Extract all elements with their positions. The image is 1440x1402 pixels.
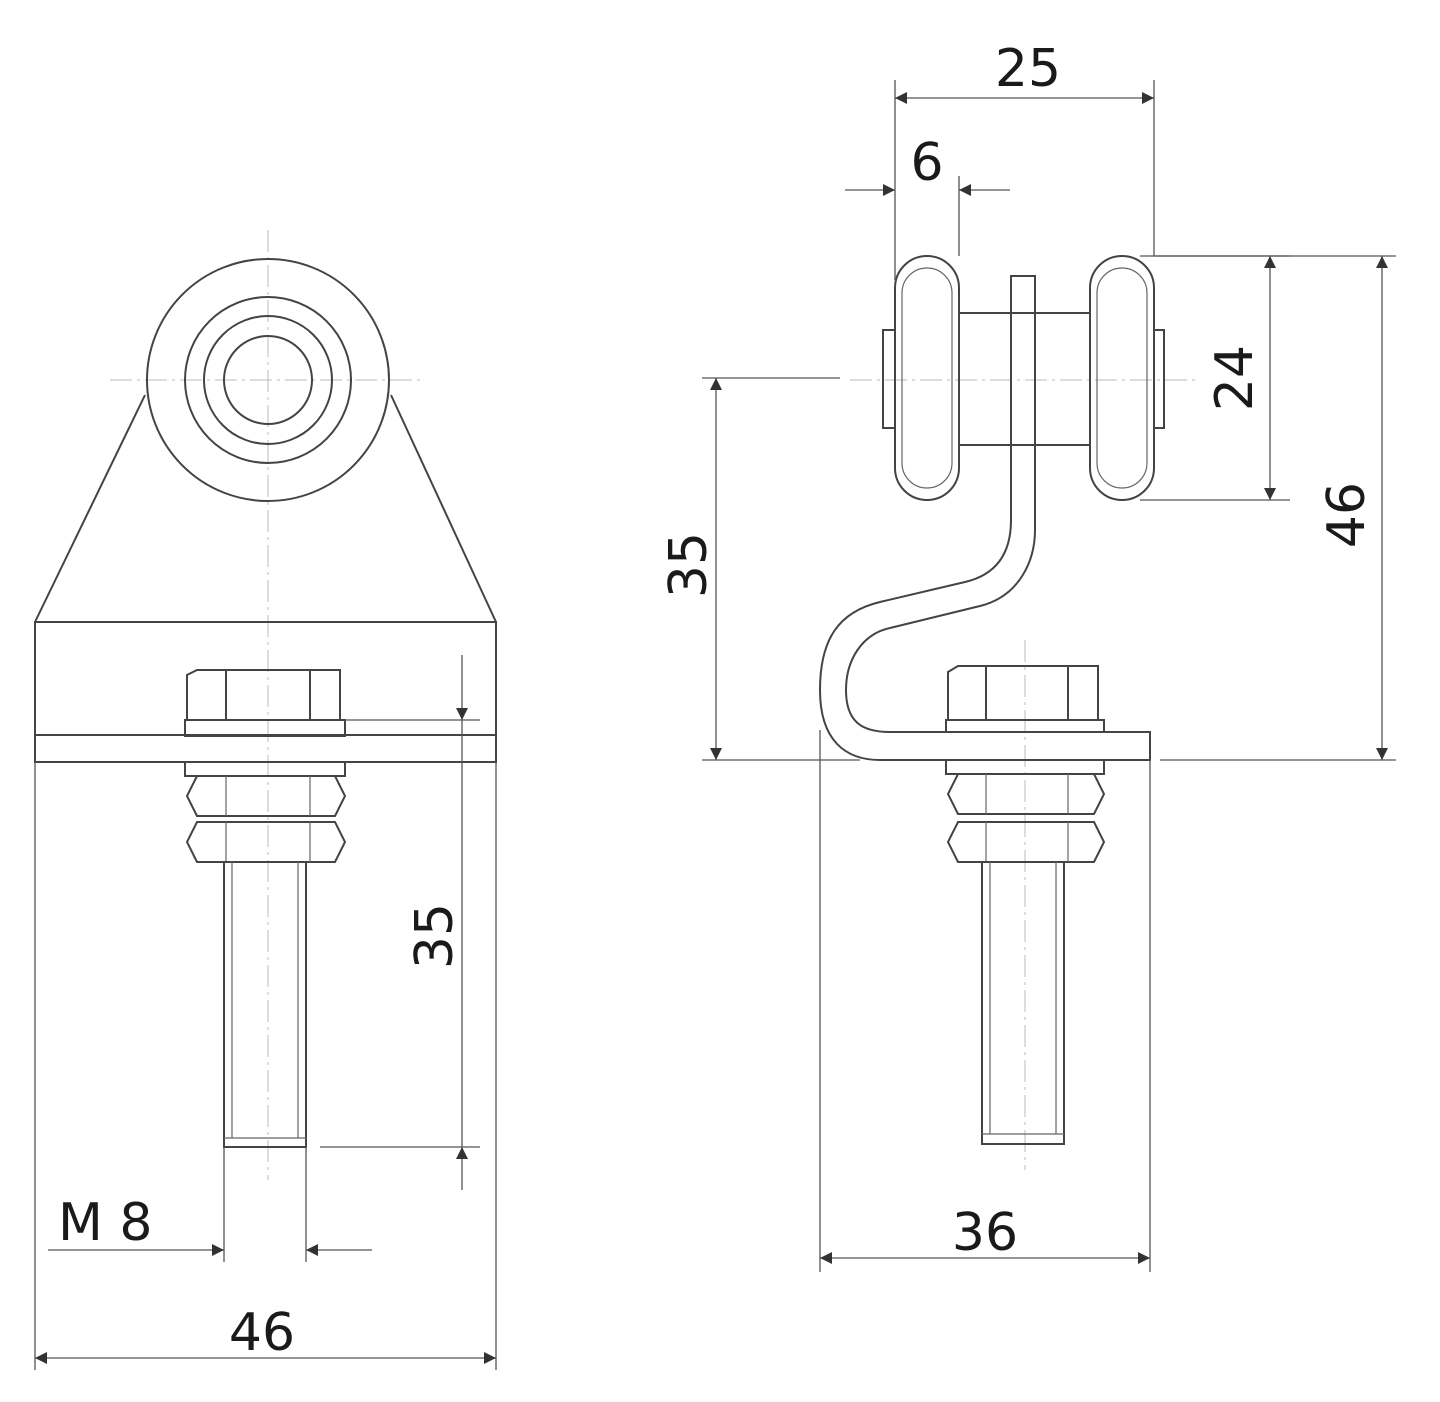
- front-wheel: [146, 258, 390, 502]
- side-total-height-label: 46: [1317, 482, 1377, 548]
- side-top-nut: [945, 665, 1105, 733]
- front-bracket: [34, 394, 497, 763]
- front-width-label: 46: [229, 1303, 295, 1363]
- side-total-height-dimension: 46: [1154, 255, 1396, 761]
- side-wheel-thickness-dimension: 6: [845, 133, 1010, 256]
- side-view: 25 6 24 46: [659, 39, 1396, 1272]
- front-bolt-length-dimension: 35: [320, 655, 480, 1190]
- front-bolt-length-label: 35: [405, 903, 465, 969]
- front-lower-nuts: [184, 761, 347, 863]
- front-top-nut: [184, 669, 346, 737]
- front-thread-label: M 8: [58, 1193, 152, 1253]
- side-wheel-thickness-label: 6: [910, 133, 943, 193]
- side-wheel-diameter-dimension: 24: [1140, 255, 1290, 501]
- side-wheels: [882, 255, 1165, 501]
- side-wheel-span-label: 25: [995, 39, 1061, 99]
- front-width-dimension: 46: [34, 762, 497, 1370]
- side-wheel-diameter-label: 24: [1205, 345, 1265, 411]
- front-thread-dimension: M 8: [48, 1147, 372, 1262]
- side-base-width-dimension: 36: [819, 730, 1151, 1272]
- side-base-width-label: 36: [952, 1203, 1018, 1263]
- front-view: 35 M 8 46: [34, 230, 497, 1370]
- side-axle-height-dimension: 35: [659, 377, 860, 761]
- side-lower-nuts: [945, 759, 1106, 863]
- side-axle-height-label: 35: [659, 532, 719, 598]
- side-wheel-span-dimension: 25: [894, 39, 1155, 280]
- side-bolt: [981, 861, 1065, 1145]
- front-bolt: [223, 861, 307, 1148]
